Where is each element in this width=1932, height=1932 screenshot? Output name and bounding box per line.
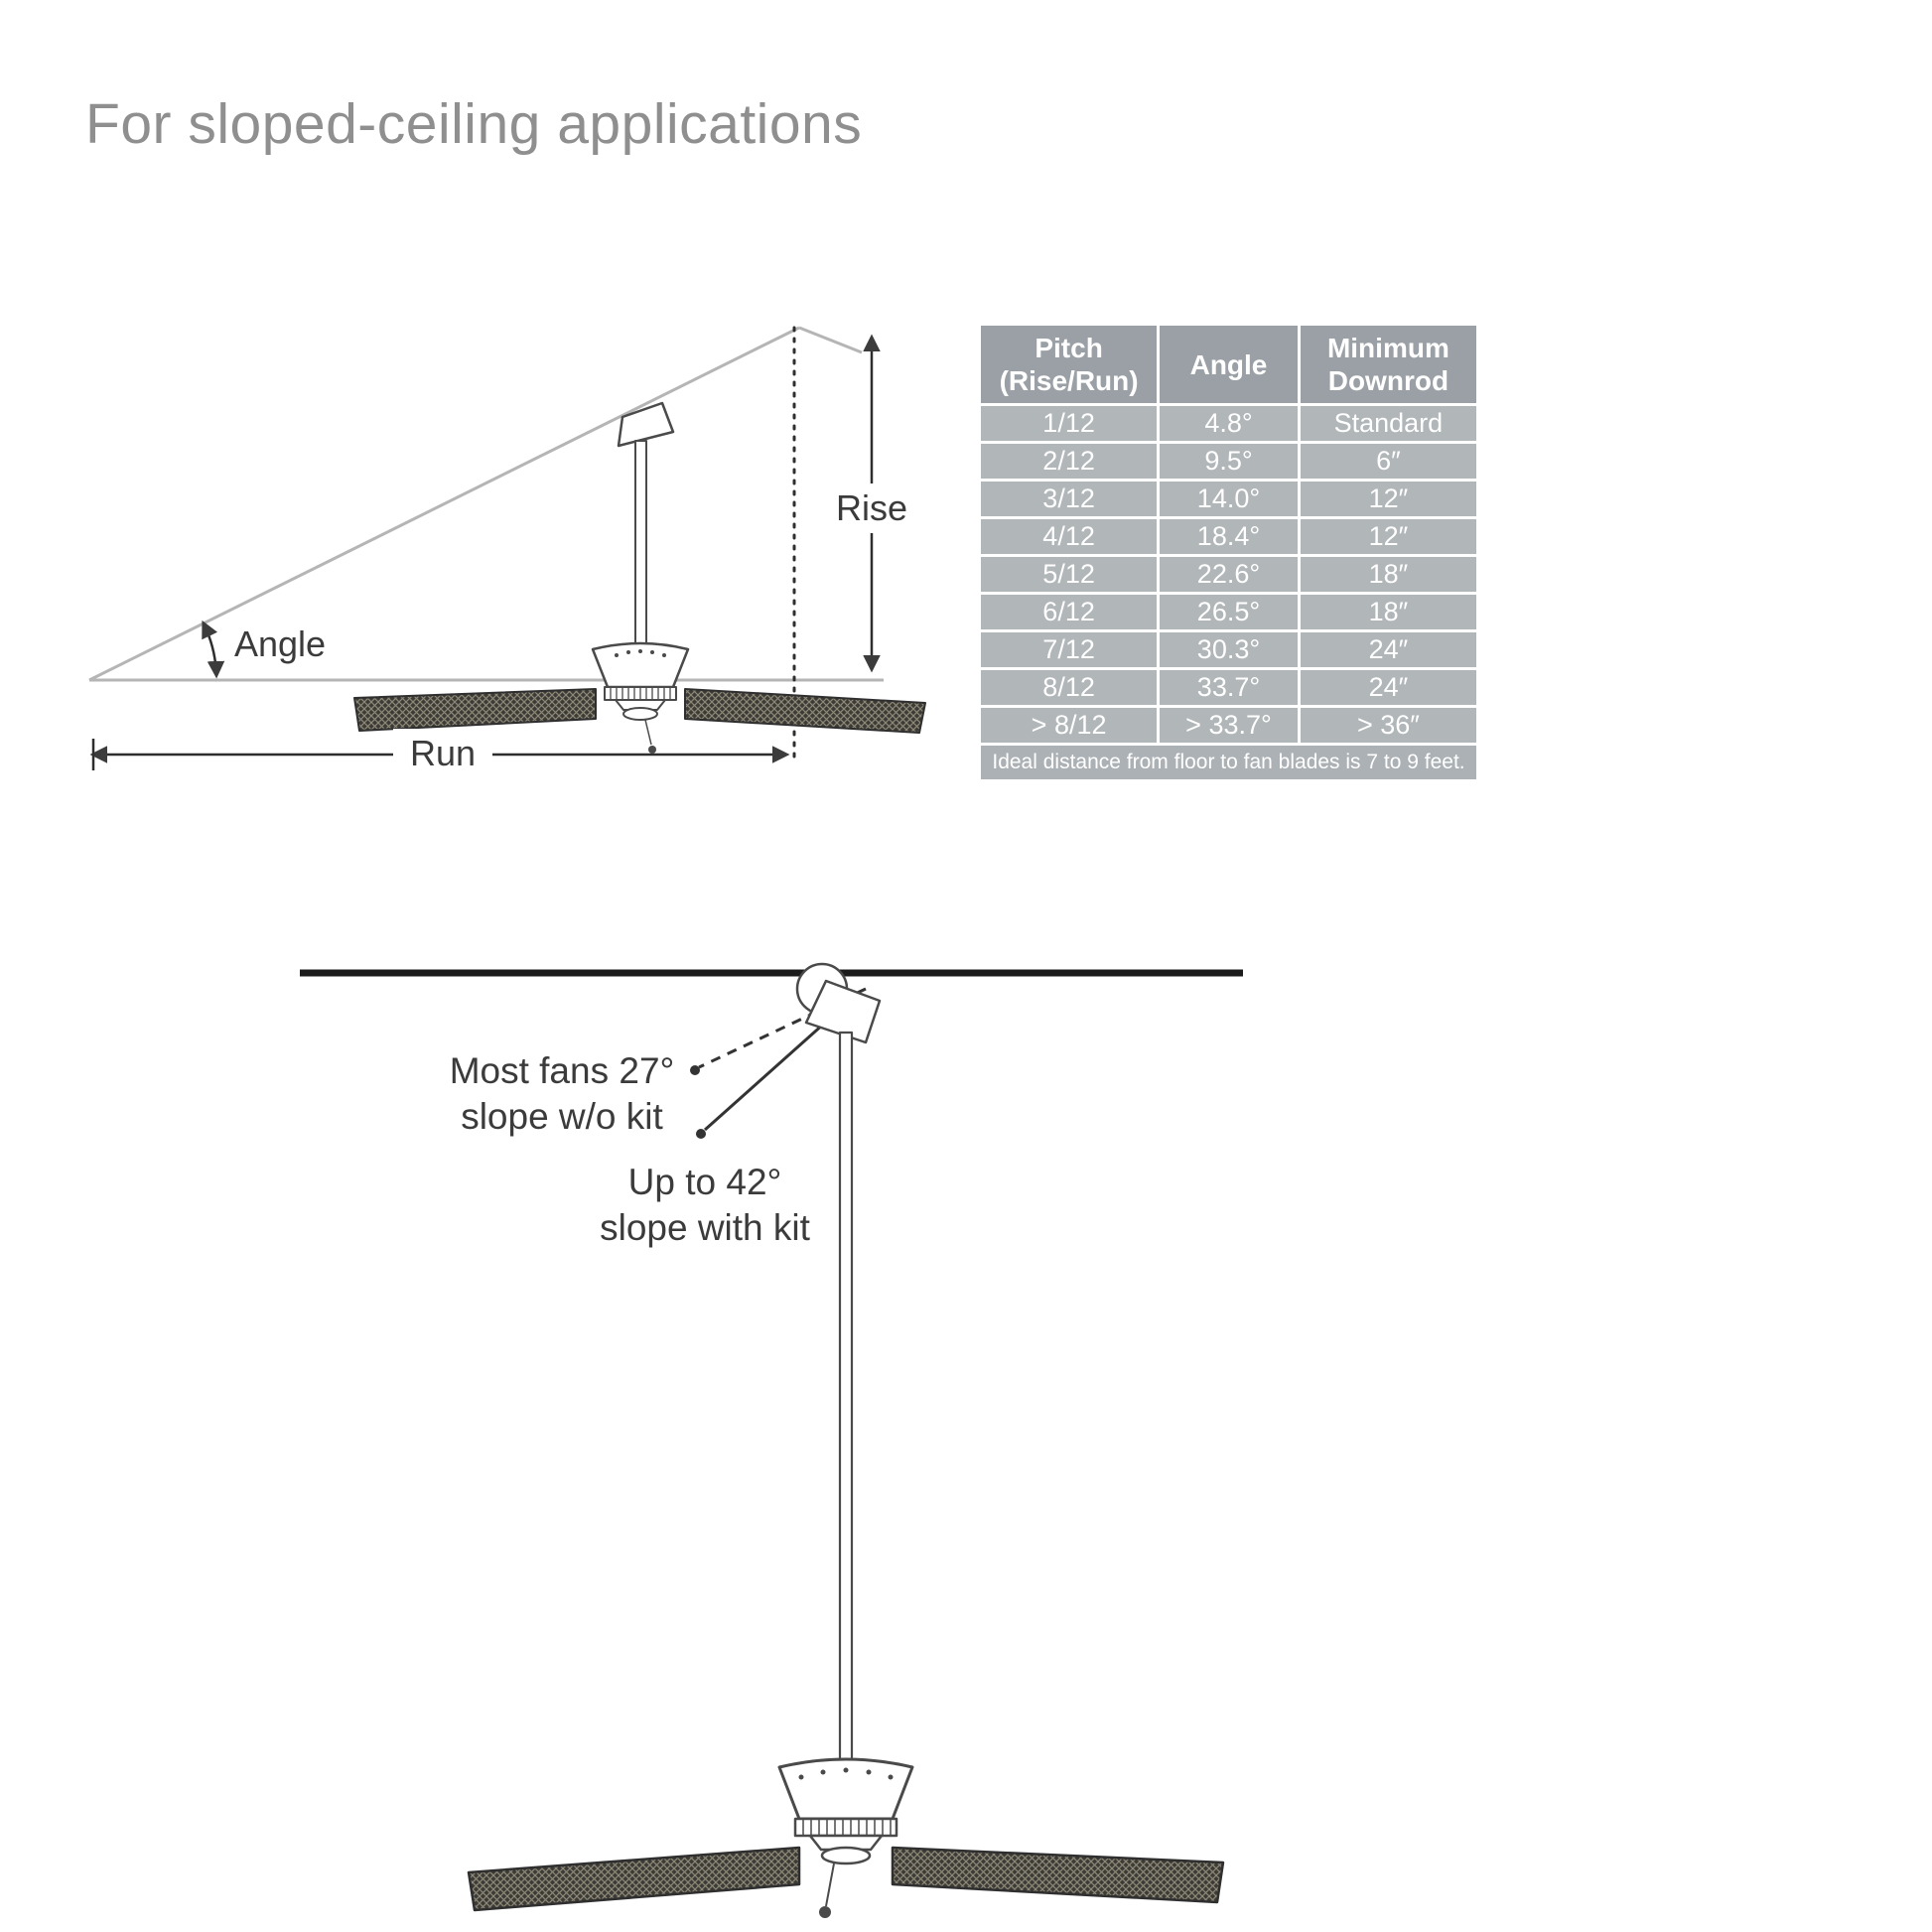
fan-canopy bbox=[617, 401, 675, 448]
pull-chain bbox=[648, 746, 656, 754]
ceiling-fan-illustration bbox=[353, 401, 926, 754]
table-cell: 18.4° bbox=[1157, 516, 1301, 557]
table-cell: 3/12 bbox=[977, 479, 1161, 519]
table-cell: 33.7° bbox=[1157, 667, 1301, 708]
table-cell: 26.5° bbox=[1157, 592, 1301, 632]
table-cell: 2/12 bbox=[977, 441, 1161, 482]
table-cell: > 36″ bbox=[1297, 705, 1480, 746]
page-title: For sloped-ceiling applications bbox=[85, 92, 863, 156]
table-cell: 4.8° bbox=[1157, 403, 1301, 444]
table-cell: 24″ bbox=[1297, 629, 1480, 670]
fan-blade-left bbox=[467, 1846, 801, 1912]
angle-arc bbox=[202, 620, 225, 679]
fan-blade-right bbox=[684, 688, 926, 734]
table-cell: 9.5° bbox=[1157, 441, 1301, 482]
ceiling-fan-illustration-2 bbox=[467, 962, 1225, 1918]
slope-diagram-svg bbox=[88, 326, 926, 770]
table-cell: 30.3° bbox=[1157, 629, 1301, 670]
table-cell: 22.6° bbox=[1157, 554, 1301, 595]
table-cell: 12″ bbox=[1297, 479, 1480, 519]
table-footnote: Ideal distance from floor to fan blades … bbox=[978, 743, 1479, 782]
col-header-downrod: Minimum Downrod bbox=[1297, 323, 1480, 406]
table-cell: 4/12 bbox=[977, 516, 1161, 557]
col-header-pitch: Pitch (Rise/Run) bbox=[977, 323, 1161, 406]
table-cell: 6″ bbox=[1297, 441, 1480, 482]
table-cell: Standard bbox=[1297, 403, 1480, 444]
label-42-degrees: Up to 42° slope with kit bbox=[600, 1162, 810, 1248]
table-cell: 24″ bbox=[1297, 667, 1480, 708]
table-cell: 1/12 bbox=[977, 403, 1161, 444]
run-label: Run bbox=[393, 729, 492, 778]
kit-diagram-svg bbox=[300, 962, 1243, 1918]
line-27-degrees bbox=[698, 987, 867, 1069]
table-cell: > 8/12 bbox=[977, 705, 1161, 746]
fan-hub bbox=[622, 707, 658, 721]
table-cell: 12″ bbox=[1297, 516, 1480, 557]
table-cell: 18″ bbox=[1297, 554, 1480, 595]
table-cell: 7/12 bbox=[977, 629, 1161, 670]
fan-blade-right bbox=[891, 1846, 1225, 1904]
fan-downrod bbox=[838, 1031, 854, 1765]
rise-label: Rise bbox=[836, 483, 907, 533]
table-cell: 8/12 bbox=[977, 667, 1161, 708]
table-cell: 14.0° bbox=[1157, 479, 1301, 519]
pitch-table: Pitch (Rise/Run) Angle Minimum Downrod 1… bbox=[977, 323, 1480, 782]
table-row: > 8/12> 33.7°> 36″ bbox=[977, 705, 1480, 746]
fan-hub bbox=[820, 1846, 872, 1865]
table-cell: 6/12 bbox=[977, 592, 1161, 632]
table-cell: 5/12 bbox=[977, 554, 1161, 595]
fan-downrod bbox=[634, 440, 647, 646]
fan-motor bbox=[777, 1757, 914, 1821]
angle-label: Angle bbox=[234, 623, 327, 664]
fan-canopy bbox=[804, 979, 882, 1044]
pull-chain bbox=[819, 1906, 831, 1918]
table-cell: > 33.7° bbox=[1157, 705, 1301, 746]
fan-blade-left bbox=[353, 688, 597, 732]
col-header-angle: Angle bbox=[1157, 323, 1301, 406]
label-27-degrees: Most fans 27° slope w/o kit bbox=[449, 1050, 675, 1137]
pitch-table-header: Pitch (Rise/Run) Angle Minimum Downrod bbox=[977, 323, 1480, 406]
table-cell: 18″ bbox=[1297, 592, 1480, 632]
